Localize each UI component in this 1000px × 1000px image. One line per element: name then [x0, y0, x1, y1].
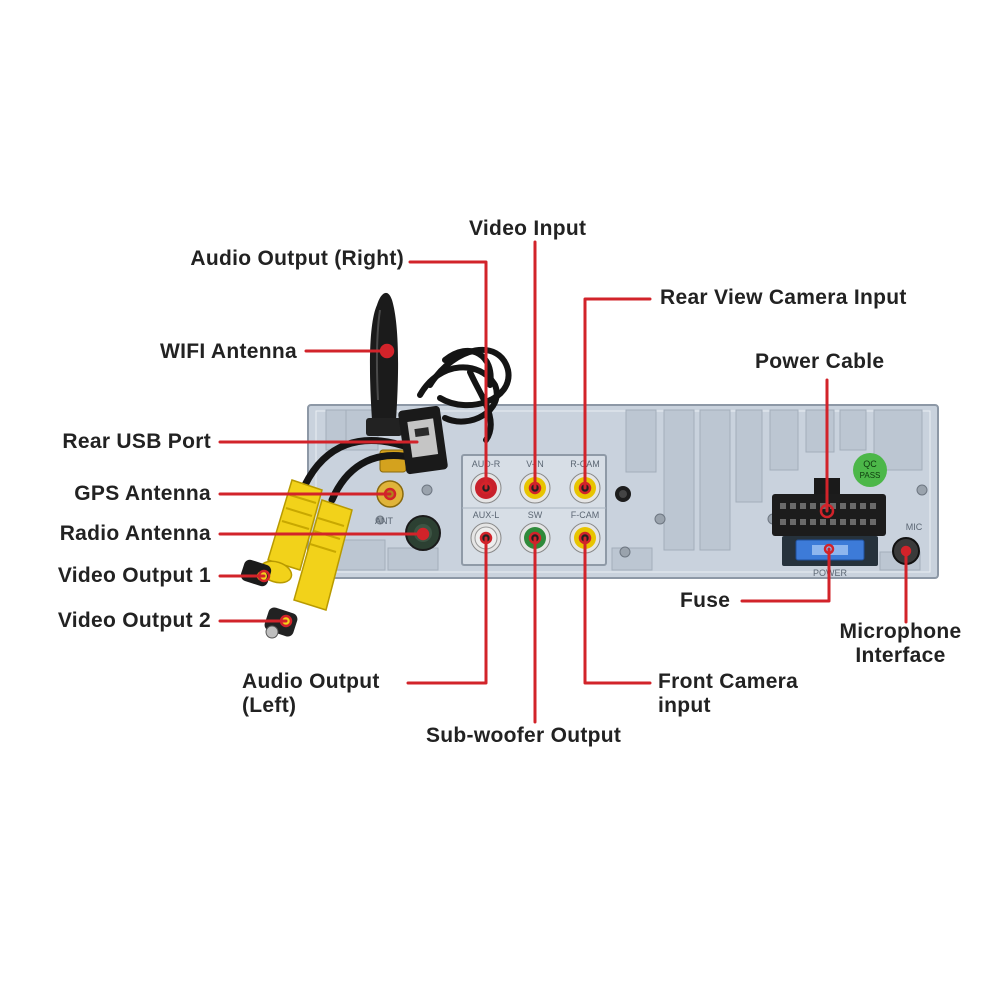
label-mic-line2: Interface: [855, 644, 946, 667]
leader-rear-camera: [583, 297, 652, 490]
leader-endpoints: [257, 343, 912, 628]
label-audio-output-left: Audio Output (Left): [242, 670, 380, 718]
label-audio-left-line1: Audio Output: [242, 670, 380, 693]
label-mic-line1: Microphone: [839, 620, 962, 643]
rca-plug-2: [264, 499, 353, 639]
label-rear-usb-port: Rear USB Port: [62, 430, 211, 453]
qc-line1: QC: [863, 459, 877, 469]
mark-mic: MIC: [906, 522, 923, 532]
label-front-camera-input: Front Camera input: [658, 670, 798, 718]
label-fuse: Fuse: [680, 589, 731, 612]
mark-ant: ANT: [375, 516, 394, 526]
label-video-output-2: Video Output 2: [57, 609, 211, 632]
label-front-cam-line2: input: [658, 694, 711, 717]
mark-sw: SW: [528, 510, 543, 520]
label-gps-antenna: GPS Antenna: [74, 482, 211, 505]
leader-audio-right: [408, 260, 488, 490]
label-audio-left-line2: (Left): [242, 694, 297, 717]
label-video-output-1: Video Output 1: [57, 564, 211, 587]
leader-audio-left: [406, 536, 488, 685]
leader-lines: [218, 240, 908, 724]
leader-front-camera: [583, 536, 652, 685]
label-front-cam-line1: Front Camera: [658, 670, 799, 693]
label-video-input: Video Input: [469, 217, 587, 240]
usb-plug: [398, 405, 448, 475]
qc-line2: PASS: [860, 471, 881, 480]
label-radio-antenna: Radio Antenna: [59, 522, 211, 545]
label-microphone-interface: Microphone Interface: [818, 620, 983, 668]
label-rear-view-camera-input: Rear View Camera Input: [660, 286, 907, 309]
label-audio-output-right: Audio Output (Right): [190, 247, 404, 270]
mark-front-cam: F-CAM: [571, 510, 600, 520]
mark-aux-left: AUX-L: [473, 510, 500, 520]
leader-fuse: [740, 547, 831, 603]
qc-pass-sticker: QC PASS: [853, 453, 887, 487]
power-connector: [772, 478, 886, 536]
label-power-cable: Power Cable: [755, 350, 885, 373]
label-subwoofer-output: Sub-woofer Output: [426, 724, 622, 747]
label-wifi-antenna: WIFI Antenna: [160, 340, 297, 363]
